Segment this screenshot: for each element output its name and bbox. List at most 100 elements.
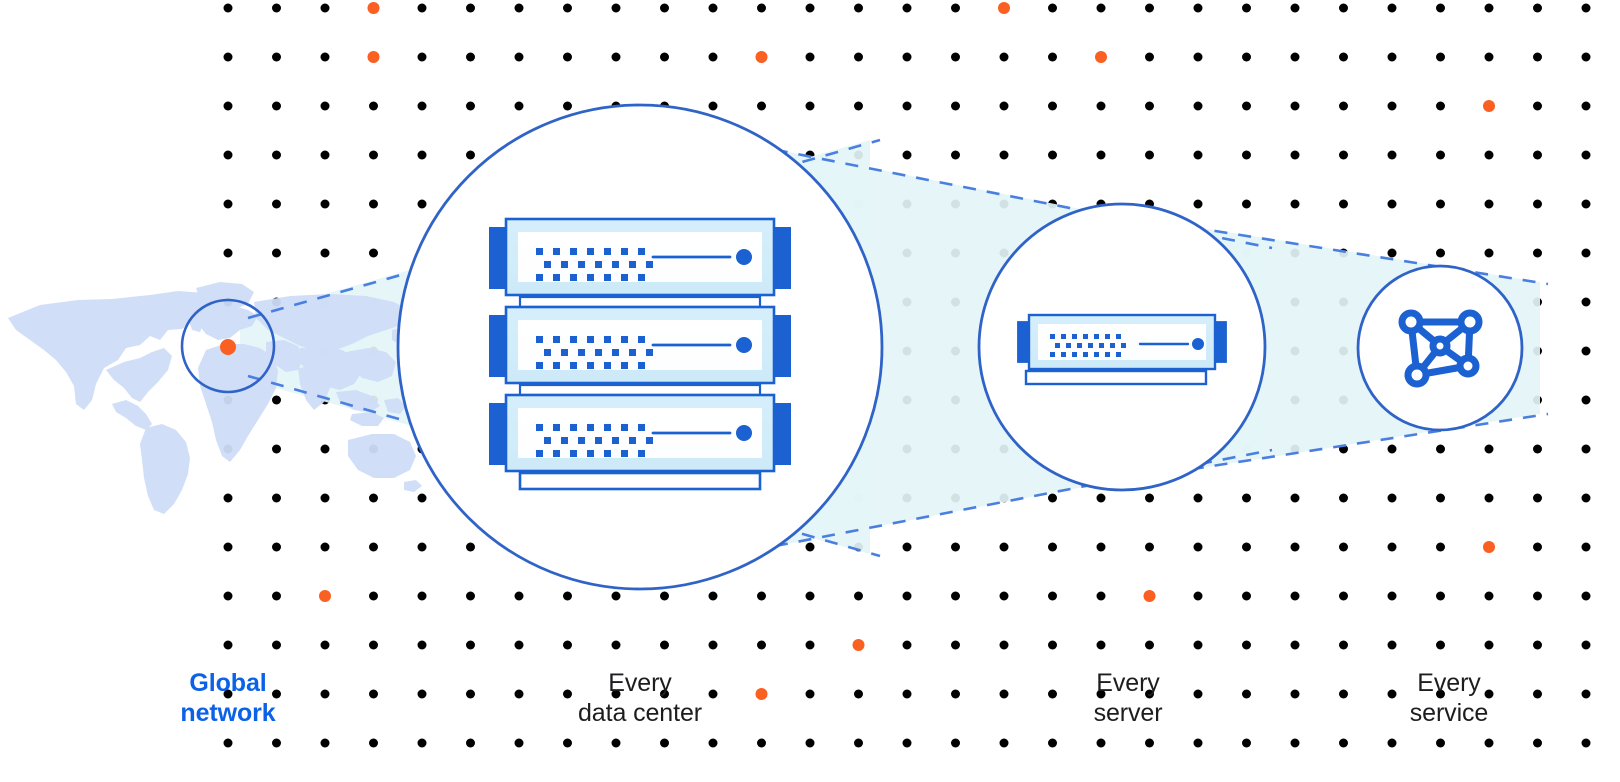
grid-dot xyxy=(1290,640,1300,650)
vent-cell xyxy=(570,362,577,369)
vent-cell xyxy=(1077,343,1082,348)
grid-dot xyxy=(1581,199,1591,209)
grid-dot xyxy=(1145,3,1154,13)
vent-cell xyxy=(595,349,602,356)
grid-dot xyxy=(514,689,524,699)
grid-dot xyxy=(466,542,475,552)
grid-dot xyxy=(1581,542,1591,552)
grid-dot xyxy=(611,591,621,601)
grid-dot-highlight xyxy=(319,590,331,602)
grid-dot xyxy=(854,689,863,699)
vent-cell xyxy=(536,424,543,431)
grid-dot xyxy=(1242,591,1251,601)
grid-dot xyxy=(1145,738,1154,748)
grid-dot xyxy=(611,689,621,699)
grid-dot xyxy=(1581,3,1591,13)
vent-cell xyxy=(638,336,645,343)
stage-every-data-center[interactable] xyxy=(396,103,884,591)
grid-dot xyxy=(272,640,281,650)
grid-dot xyxy=(1096,738,1106,748)
grid-dot xyxy=(611,738,621,748)
vent-cell xyxy=(570,248,577,255)
grid-dot xyxy=(1145,689,1154,699)
grid-dot xyxy=(223,199,233,209)
grid-dot xyxy=(805,738,815,748)
vent-cell xyxy=(587,450,594,457)
stage-global-network[interactable] xyxy=(180,298,276,394)
grid-dot xyxy=(1387,542,1397,552)
grid-dot xyxy=(320,738,330,748)
vent-cell xyxy=(612,437,619,444)
grid-dot xyxy=(1145,52,1154,62)
grid-dot xyxy=(320,199,330,209)
grid-dot xyxy=(514,591,524,601)
grid-dot xyxy=(660,640,669,650)
vent-cell xyxy=(553,248,560,255)
service-mesh-icon xyxy=(1398,309,1483,388)
grid-dot xyxy=(1290,689,1300,699)
grid-dot xyxy=(951,640,960,650)
vent-cell xyxy=(629,349,636,356)
vent-cell xyxy=(604,424,611,431)
vent-cell xyxy=(621,248,628,255)
vent-cell xyxy=(1116,352,1121,357)
vent-cell xyxy=(1116,334,1121,339)
grid-dot xyxy=(417,640,427,650)
grid-dot xyxy=(1096,101,1106,111)
vent-cell xyxy=(536,336,543,343)
grid-dot xyxy=(466,3,475,13)
grid-dot xyxy=(1387,591,1397,601)
vent-cell xyxy=(1105,352,1110,357)
grid-dot xyxy=(1096,591,1106,601)
grid-dot-highlight xyxy=(1143,590,1156,602)
grid-dot xyxy=(1096,150,1106,160)
stage-every-service[interactable] xyxy=(1356,264,1524,432)
grid-dot xyxy=(417,150,427,160)
vent-cell xyxy=(638,450,645,457)
vent-cell xyxy=(536,450,543,457)
grid-dot-highlight xyxy=(367,51,380,63)
grid-dot xyxy=(1339,542,1348,552)
grid-dot xyxy=(369,248,378,258)
vent-cell xyxy=(646,261,653,268)
vent-cell xyxy=(621,424,628,431)
grid-dot xyxy=(223,3,233,13)
rack-divider-2 xyxy=(518,383,762,397)
vent-cell xyxy=(578,349,585,356)
grid-dot xyxy=(1533,150,1542,160)
grid-dot xyxy=(999,542,1009,552)
grid-dot xyxy=(1145,150,1154,160)
vent-cell xyxy=(561,261,568,268)
grid-dot xyxy=(708,101,718,111)
grid-dot-highlight xyxy=(1483,541,1495,553)
vent-cell xyxy=(570,450,577,457)
grid-dot xyxy=(1145,640,1154,650)
grid-dot xyxy=(320,101,330,111)
grid-dot xyxy=(320,150,330,160)
grid-dot xyxy=(1484,591,1494,601)
grid-dot xyxy=(223,689,233,699)
caption-every-data-center: Every data center xyxy=(578,669,702,727)
grid-dot xyxy=(1290,150,1300,160)
grid-dot xyxy=(1533,640,1542,650)
grid-dot-highlight xyxy=(367,2,380,14)
grid-dot xyxy=(320,493,330,503)
grid-dot xyxy=(999,738,1009,748)
grid-dot xyxy=(223,150,233,160)
grid-dot xyxy=(1339,101,1348,111)
grid-dot xyxy=(660,738,669,748)
grid-dot xyxy=(417,3,427,13)
grid-dot xyxy=(1387,444,1397,454)
vent-cell xyxy=(587,274,594,281)
grid-dot xyxy=(1339,150,1348,160)
grid-dot-highlight xyxy=(755,51,768,63)
server-unit-3-vent-grid xyxy=(536,424,653,457)
grid-dot xyxy=(1193,493,1203,503)
grid-dot xyxy=(1581,150,1591,160)
grid-dot xyxy=(1339,199,1348,209)
stage-every-server[interactable] xyxy=(977,202,1267,492)
grid-dot xyxy=(320,689,330,699)
grid-dot xyxy=(1387,101,1397,111)
grid-dot xyxy=(1581,395,1591,405)
grid-dot xyxy=(1387,3,1397,13)
